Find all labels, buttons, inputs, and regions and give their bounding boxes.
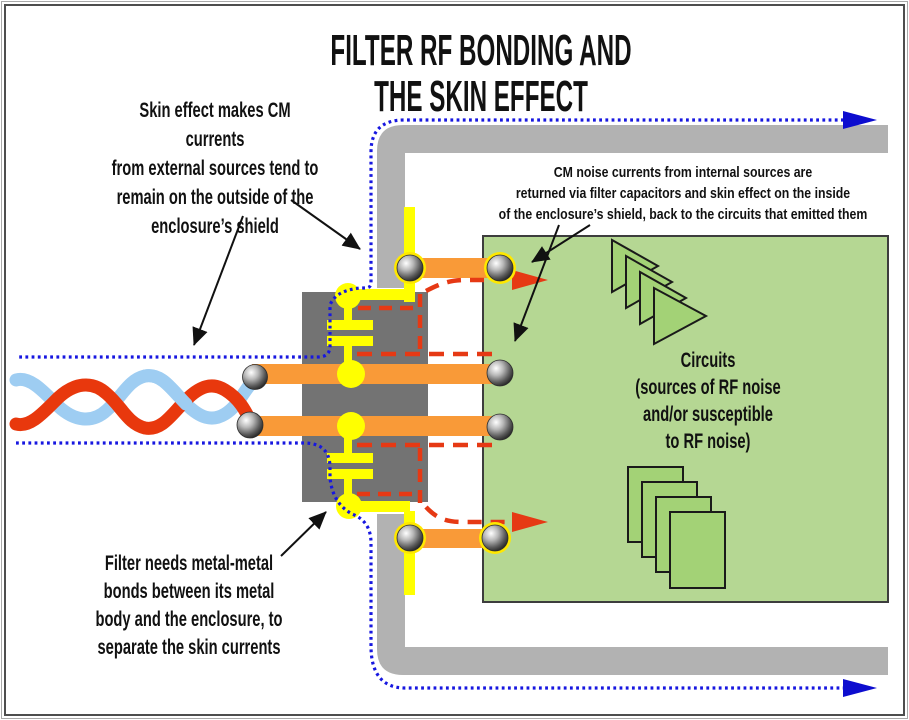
pointer-arrow-icon [192, 215, 244, 346]
conductor-upper [252, 364, 502, 384]
capacitor-plate [327, 453, 373, 463]
ball-icon [481, 524, 509, 552]
annotation-arrows [192, 199, 591, 557]
junction-dot [337, 412, 365, 440]
metal-bond-point-bottom [336, 493, 362, 519]
ball-icon [486, 254, 514, 282]
pointer-arrow-icon [531, 224, 591, 263]
junction-dot [337, 360, 365, 388]
skin-current-paths [16, 118, 850, 690]
cm-noise-arrow-top-icon [512, 270, 548, 290]
ball-icon [486, 359, 514, 387]
skin-current-arrow-top-icon [843, 111, 877, 129]
cm-noise-arrow-bottom-icon [512, 512, 548, 532]
capacitor-plate [327, 469, 373, 479]
ball-icon [486, 413, 514, 441]
conductors [248, 258, 502, 548]
annotation-filter-bonds: Filter needs metal-metal bonds between i… [95, 552, 283, 659]
ball-icon [396, 254, 424, 282]
capacitor-plate [327, 320, 373, 330]
pointer-arrow-icon [513, 224, 560, 342]
metal-bond-point-top [335, 283, 361, 309]
ball-icon [396, 524, 424, 552]
wire-bottom-horizontal [346, 501, 410, 512]
enclosure-shield-top [377, 125, 888, 288]
skin-current-path-top [16, 118, 850, 359]
pointer-arrow-icon [290, 199, 361, 250]
annotation-cm-noise: CM noise currents from internal sources … [498, 164, 868, 223]
twisted-pair-red-wire [9, 378, 259, 435]
skin-current-arrow-bottom-icon [843, 679, 877, 697]
wire-top-horizontal [346, 289, 410, 300]
cm-noise-return-paths [357, 277, 514, 525]
conductor-lower [248, 416, 502, 436]
ball-icon [242, 364, 268, 390]
circuits-box-label: Circuits (sources of RF noise and/or sus… [635, 349, 781, 453]
conductor-top-feedthrough [410, 258, 500, 278]
pcb-cards-icon [627, 466, 726, 589]
feedthrough-balls [236, 252, 516, 554]
enclosure-shield-bottom [377, 514, 888, 675]
pointer-arrow-icon [280, 511, 327, 557]
capacitor-plate [327, 336, 373, 346]
ball-icon [236, 411, 264, 439]
page-title: FILTER RF BONDING AND THE SKIN EFFECT [330, 26, 632, 121]
amplifier-triangles-icon [611, 238, 709, 346]
annotation-skin-effect: Skin effect makes CM currents from exter… [111, 99, 319, 238]
twisted-pair-cable [9, 369, 263, 435]
conductor-bottom-feedthrough [410, 529, 495, 548]
